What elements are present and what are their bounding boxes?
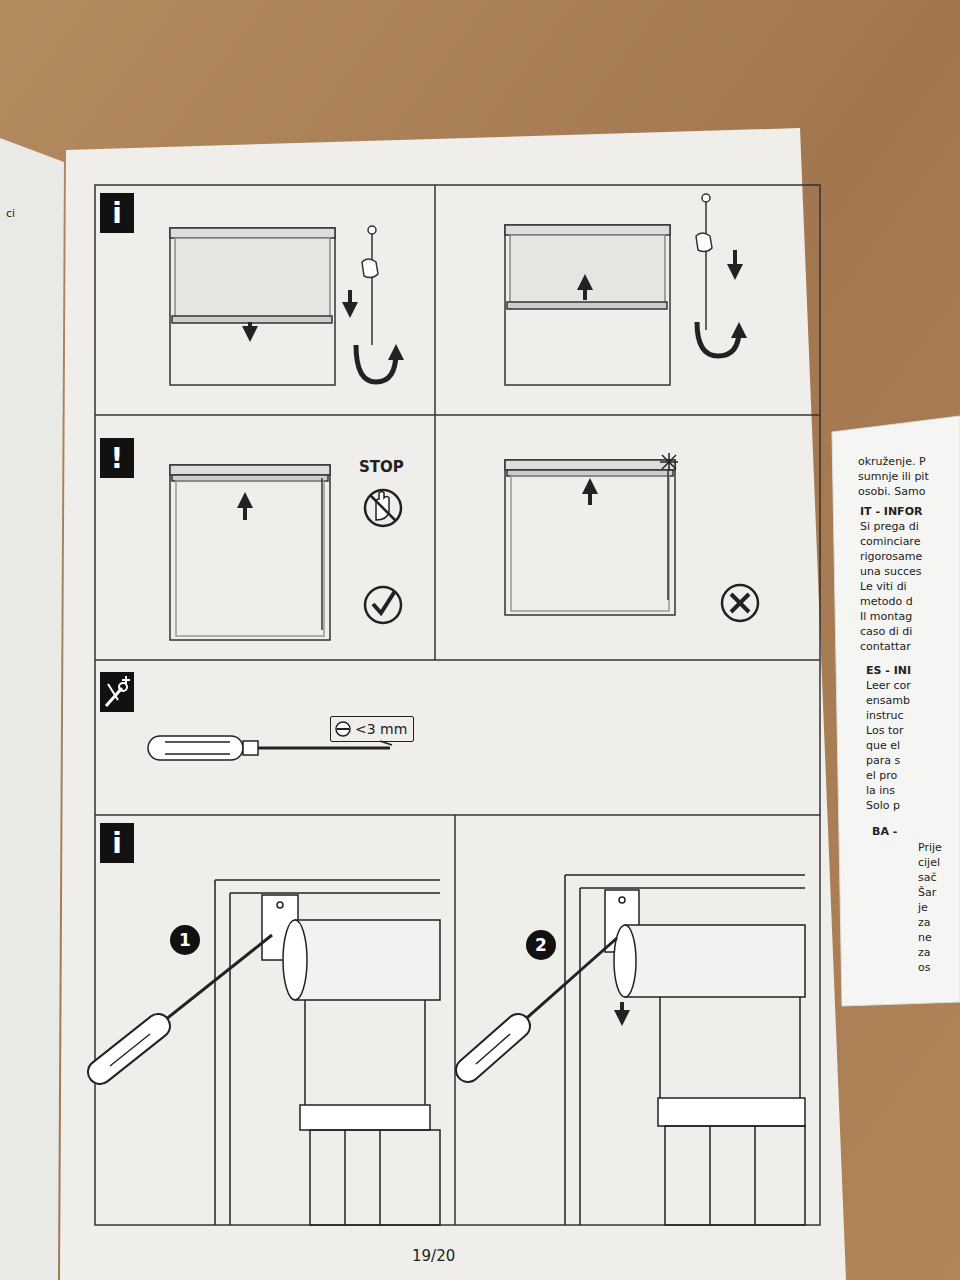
blind-stop-wrong — [505, 453, 758, 621]
warning-icon: ! — [100, 438, 134, 478]
dimension-callout: <3 mm — [330, 716, 414, 742]
panel-frame — [95, 185, 820, 1225]
body-text: que el — [866, 740, 900, 752]
blind-pull-down — [170, 226, 396, 385]
other-sheet — [832, 416, 960, 1006]
body-text: Il montag — [860, 611, 912, 623]
body-text: Si prega di — [860, 521, 919, 533]
bracket-release-1 — [100, 880, 440, 1225]
body-text: ci — [6, 208, 15, 220]
body-text: caso di di — [860, 626, 912, 638]
tool-icon — [100, 672, 134, 712]
node-text: <3 mm — [355, 721, 407, 737]
body-text: Šar — [918, 887, 936, 899]
blind-stop-correct — [170, 465, 401, 640]
body-text: el pro — [866, 770, 897, 782]
body-text: sač — [918, 872, 937, 884]
body-text: la ins — [866, 785, 895, 797]
node-text: 1 — [179, 930, 191, 950]
body-text: para s — [866, 755, 900, 767]
body-text: za — [918, 947, 931, 959]
body-text: contattar — [860, 641, 911, 653]
body-text: ES - INI — [866, 665, 911, 677]
callout-number: 1 — [170, 925, 200, 955]
body-text: metodo d — [860, 596, 913, 608]
blind-pull-up — [505, 194, 739, 385]
node-text: i — [112, 827, 122, 860]
body-text: instruc — [866, 710, 904, 722]
body-text: okruženje. P — [858, 456, 926, 468]
callout-number: 2 — [526, 930, 556, 960]
body-text: BA - — [872, 826, 897, 838]
body-text: Le viti di — [860, 581, 907, 593]
manual-page — [60, 128, 846, 1280]
body-text: ensamb — [866, 695, 910, 707]
body-text: sumnje ili pit — [858, 471, 929, 483]
body-text: Leer cor — [866, 680, 911, 692]
stop-label: STOP — [359, 459, 404, 476]
node-text: ! — [111, 442, 124, 475]
body-text: IT - INFOR — [860, 506, 922, 518]
body-text: una succes — [860, 566, 921, 578]
body-text: osobi. Samo — [858, 486, 925, 498]
body-text: cijel — [918, 857, 940, 869]
body-text: Los tor — [866, 725, 903, 737]
body-text: os — [918, 962, 930, 974]
node-text: i — [112, 197, 122, 230]
node-text: 2 — [535, 935, 547, 955]
left-page — [0, 138, 64, 1280]
body-text: rigorosame — [860, 551, 922, 563]
body-text: cominciare — [860, 536, 920, 548]
body-text: Solo p — [866, 800, 900, 812]
body-text: za — [918, 917, 931, 929]
body-text: ne — [918, 932, 932, 944]
info-icon: i — [100, 193, 134, 233]
info-icon: i — [100, 823, 134, 863]
bracket-release-2 — [468, 875, 805, 1225]
page-number: 19/20 — [412, 1248, 455, 1265]
body-text: Prije — [918, 842, 942, 854]
body-text: je — [918, 902, 928, 914]
